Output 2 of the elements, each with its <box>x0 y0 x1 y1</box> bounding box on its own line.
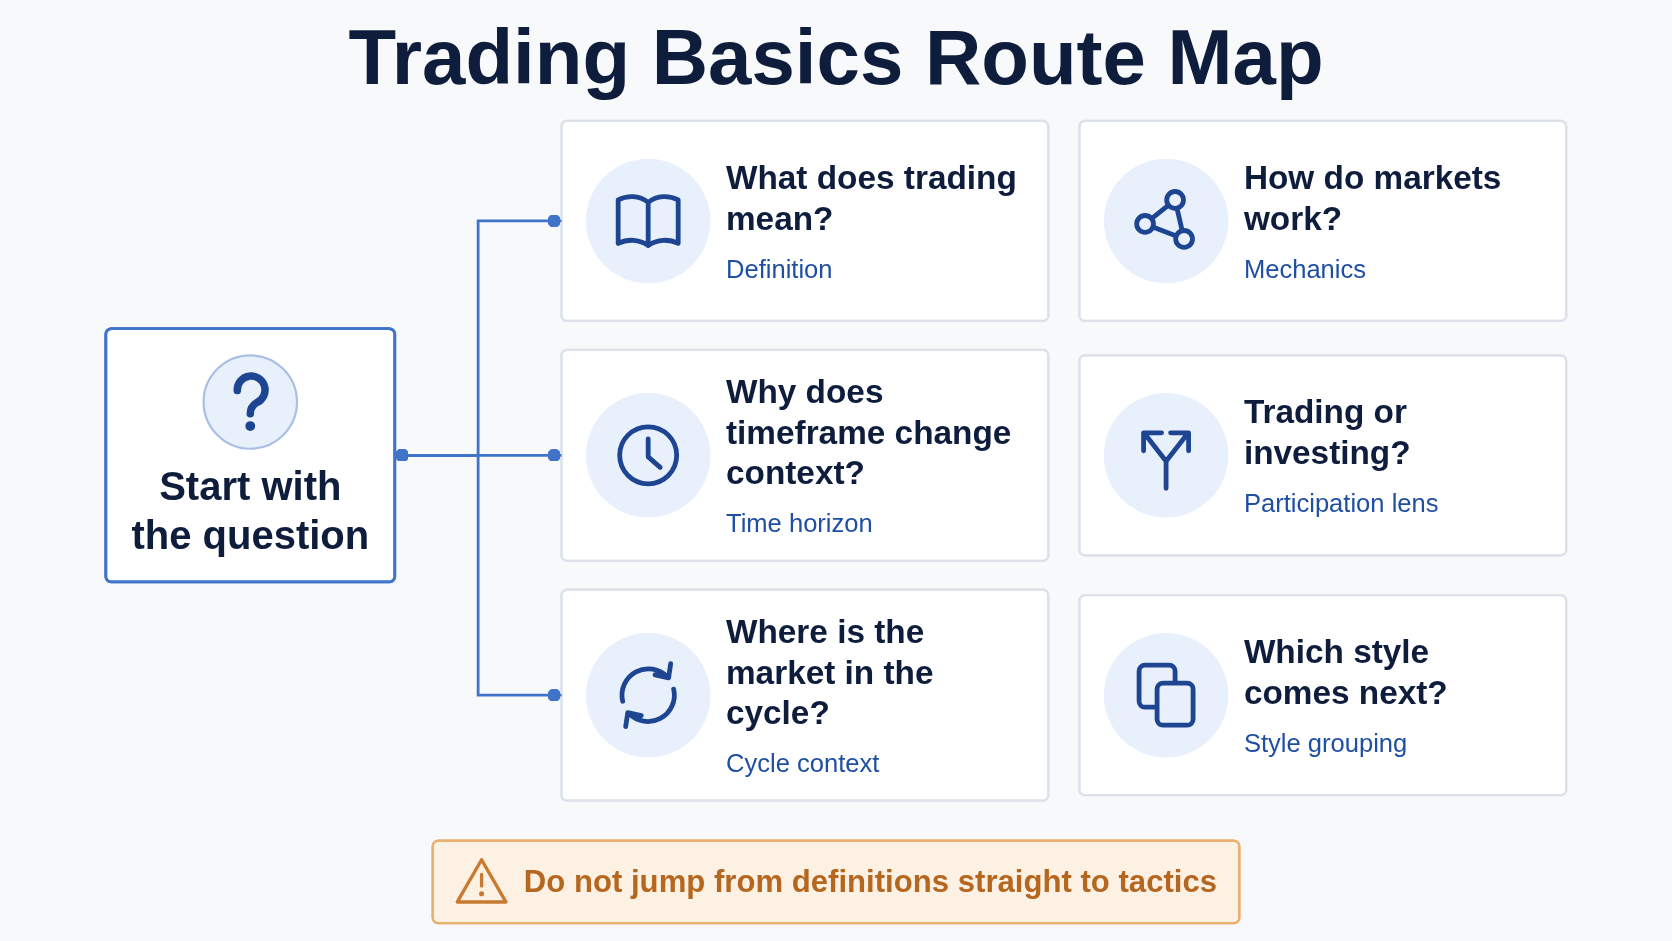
title: Trading Basics Route Map <box>348 14 1324 100</box>
connector <box>394 448 562 702</box>
